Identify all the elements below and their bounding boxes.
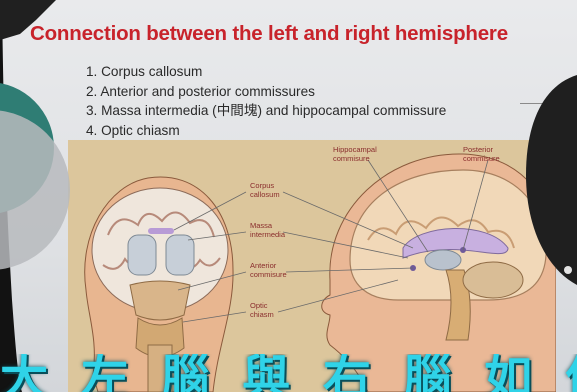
label-optic-chiasm-2: chiasm	[250, 310, 274, 319]
label-corpus-callosum-2: callosum	[250, 190, 280, 199]
connection-list: 1. Corpus callosum 2. Anterior and poste…	[86, 62, 446, 140]
label-corpus-callosum: Corpus	[250, 181, 274, 190]
label-massa-intermedia-2: intermedia	[250, 230, 286, 239]
label-massa-intermedia: Massa	[250, 221, 273, 230]
list-item: 4. Optic chiasm	[86, 121, 446, 141]
label-hippocampal-commisure-2: commisure	[333, 154, 370, 163]
list-item: 3. Massa intermedia (中間塊) and hippocampa…	[86, 101, 446, 121]
label-hippocampal-commisure: Hippocampal	[333, 145, 377, 154]
label-posterior-commisure: Posterior	[463, 145, 494, 154]
label-anterior-commisure-2: commisure	[250, 270, 287, 279]
list-item: 2. Anterior and posterior commissures	[86, 82, 446, 102]
label-posterior-commisure-2: commisure	[463, 154, 500, 163]
caption-subtitle: 大 左 腦 與 右 腦 如 何	[0, 354, 577, 392]
slide-title: Connection between the left and right he…	[30, 22, 570, 46]
label-anterior-commisure: Anterior	[250, 261, 277, 270]
label-optic-chiasm: Optic	[250, 301, 268, 310]
pointer-line	[520, 103, 577, 104]
list-item: 1. Corpus callosum	[86, 62, 446, 82]
